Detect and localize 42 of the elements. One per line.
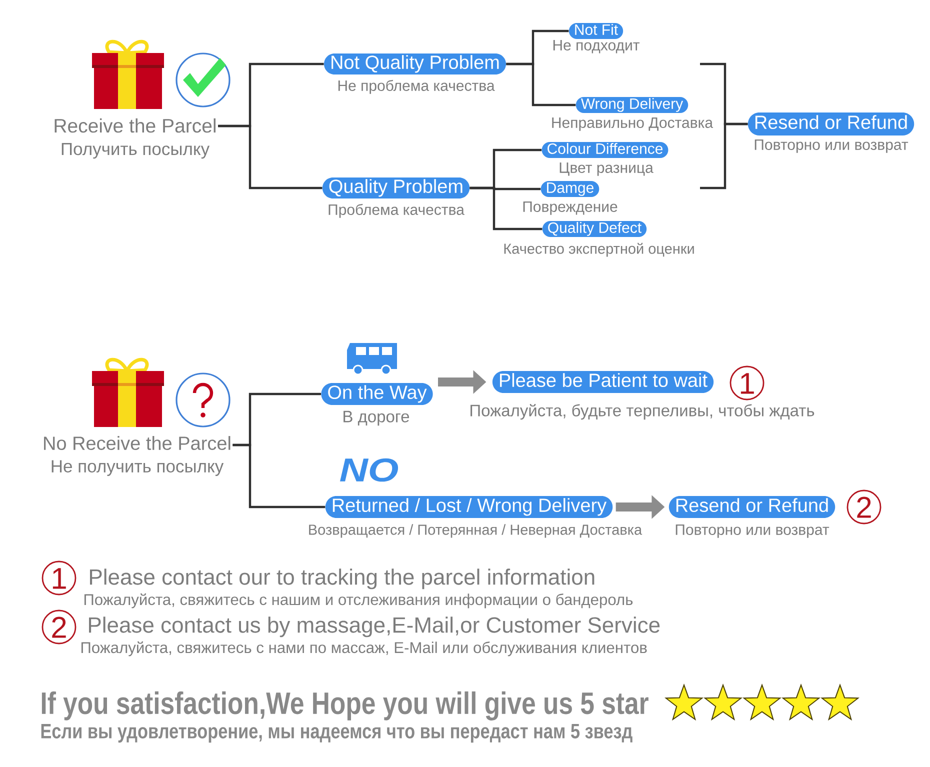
connector-line: [700, 122, 748, 190]
translation-text: Возвращается / Потерянная / Неверная Доставка: [309, 524, 642, 538]
option-pill: Quality Defect: [542, 221, 647, 237]
banner-text: Если вы удовлетворение, мы надеемся что вы передаст нам 5 звезд: [41, 724, 632, 743]
connector-line: [218, 124, 322, 190]
option-pill: Resend or Refund: [668, 496, 836, 518]
connector-line: [232, 444, 326, 508]
note-text: Please contact our to tracking the parcel information: [90, 568, 594, 590]
note-text: Пожалуйста, свяжитесь с нами по массаж, E-Mail или обслуживания клиентов: [81, 641, 647, 656]
note-text: Please contact us by massage,E-Mail,or Customer Service: [89, 616, 660, 638]
callout-number: 1: [42, 560, 76, 596]
callout-number: 2: [846, 490, 882, 524]
option-pill: Please be Patient to wait: [492, 371, 714, 393]
option-pill: On the Way: [321, 383, 433, 405]
translation-text: Цвет разница: [560, 162, 654, 176]
option-pill: Returned / Lost / Wrong Delivery: [325, 496, 613, 518]
banner-text: If you satisfaction,We Hope you will give us 5 star: [42, 691, 648, 720]
option-pill: Wrong Delivery: [576, 97, 688, 113]
stamp-text: NO: [340, 458, 398, 482]
translation-text: Не проблема качества: [338, 80, 495, 94]
status-text: Receive the Parcel Получить посылку: [54, 118, 216, 159]
connector-line: [470, 186, 542, 230]
translation-text: Качество экспертной оценки: [504, 242, 694, 257]
option-pill: Colour Difference: [542, 142, 668, 158]
translation-text: Не подходит: [553, 40, 640, 54]
translation-text: Проблема качества: [328, 204, 464, 218]
option-pill: Quality Problem: [322, 178, 470, 198]
callout-number: 1: [730, 366, 764, 400]
translation-text: Повторно или возврат: [676, 524, 830, 538]
connector-line: [506, 62, 576, 106]
callout-number: 2: [42, 610, 76, 644]
option-pill: Not Quality Problem: [324, 54, 506, 74]
note-text: Пожалуйста, свяжитесь с нашим и отслеживания информации о бандероль: [84, 593, 633, 608]
translation-text: Неправильно Доставка: [552, 118, 714, 131]
option-pill: Not Fit: [568, 23, 624, 39]
translation-text: В дороге: [344, 410, 410, 426]
translation-text: Повторно или возврат: [754, 140, 908, 153]
option-pill: Resend or Refund: [748, 112, 914, 136]
translation-text: Пожалуйста, будьте терпеливы, чтобы ждать: [470, 404, 814, 420]
status-text: No Receive the Parcel Не получить посылку: [44, 436, 230, 476]
translation-text: Повреждение: [523, 202, 618, 215]
option-pill: Damge: [540, 181, 600, 197]
